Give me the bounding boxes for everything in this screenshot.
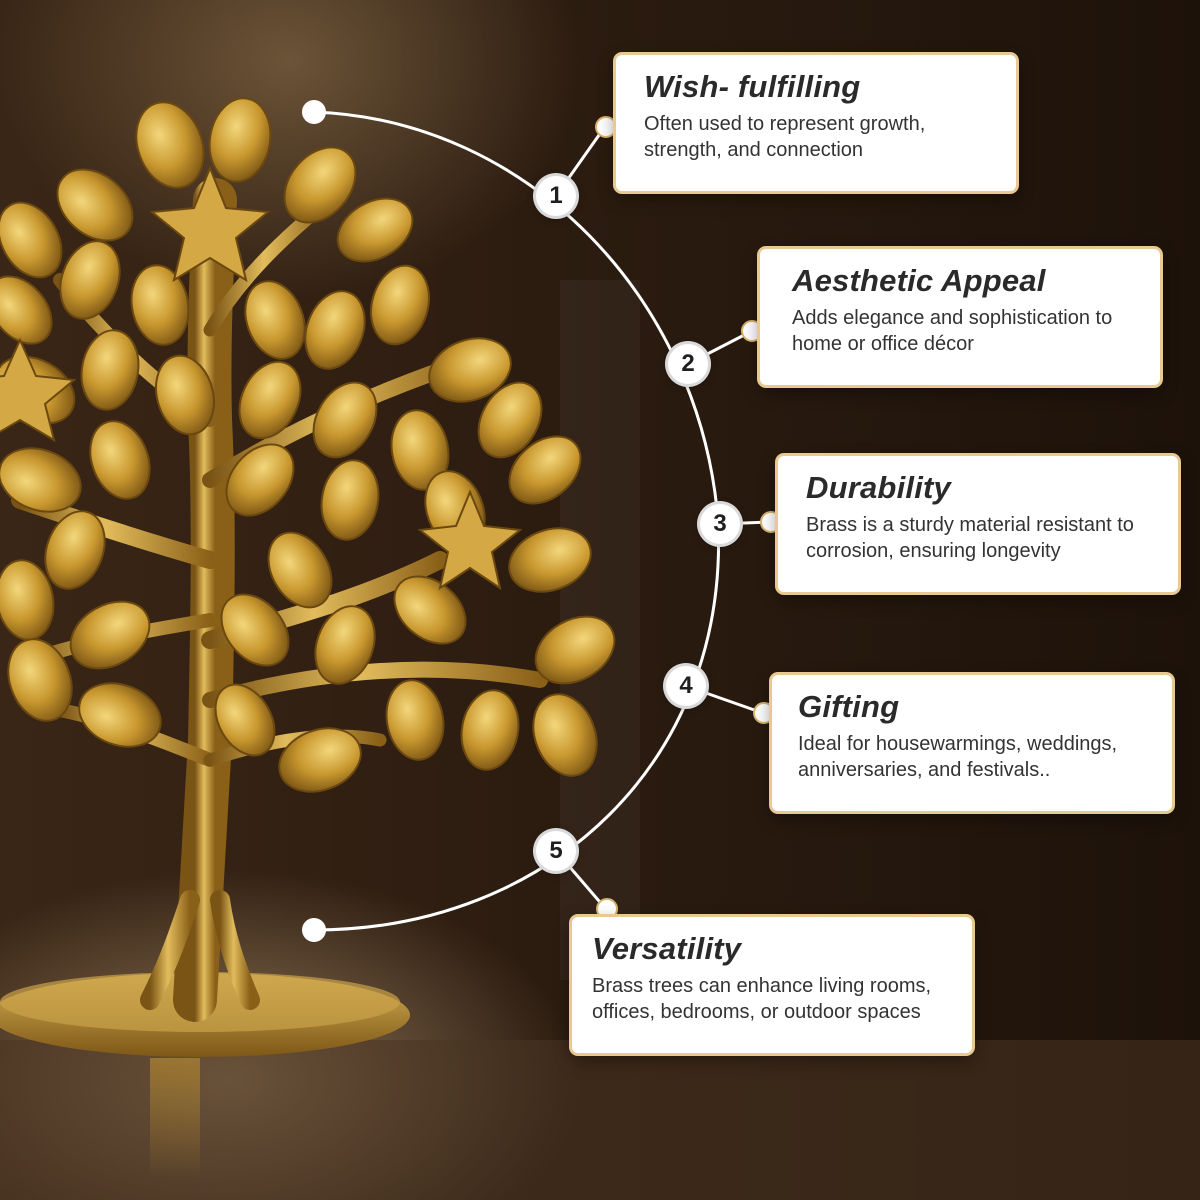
feature-card-gifting: Gifting Ideal for housewarmings, wedding… [772, 675, 1172, 811]
feature-description: Brass trees can enhance living rooms, of… [592, 975, 932, 1023]
marker-2: 2 [668, 344, 708, 384]
feature-description: Ideal for housewarmings, weddings, anniv… [798, 733, 1118, 781]
feature-title: Aesthetic Appeal [792, 263, 1046, 298]
marker-1: 1 [536, 176, 576, 216]
feature-title: Durability [806, 470, 951, 505]
marker-5: 5 [536, 831, 576, 871]
card-connector-dots [595, 116, 782, 920]
star-flowers [0, 165, 523, 591]
feature-title: Gifting [798, 689, 900, 724]
feature-title: Versatility [592, 931, 742, 966]
feature-card-durability: Durability Brass is a sturdy material re… [778, 456, 1178, 592]
feature-card-versatility: Versatility Brass trees can enhance livi… [572, 917, 972, 1053]
feature-title: Wish- fulfilling [644, 69, 861, 104]
feature-description: Adds elegance and sophistication to home… [792, 307, 1113, 355]
feature-card-aesthetic-appeal: Aesthetic Appeal Adds elegance and sophi… [760, 249, 1160, 385]
arc-endpoints [302, 100, 326, 942]
tree-leaves [0, 97, 616, 793]
marker-4: 4 [666, 666, 706, 706]
marker-3: 3 [700, 504, 740, 544]
feature-description: Brass is a sturdy material resistant to … [806, 514, 1134, 562]
feature-card-wish-fulfilling: Wish- fulfilling Often used to represent… [616, 55, 1016, 191]
feature-description: Often used to represent growth, strength… [644, 113, 926, 161]
